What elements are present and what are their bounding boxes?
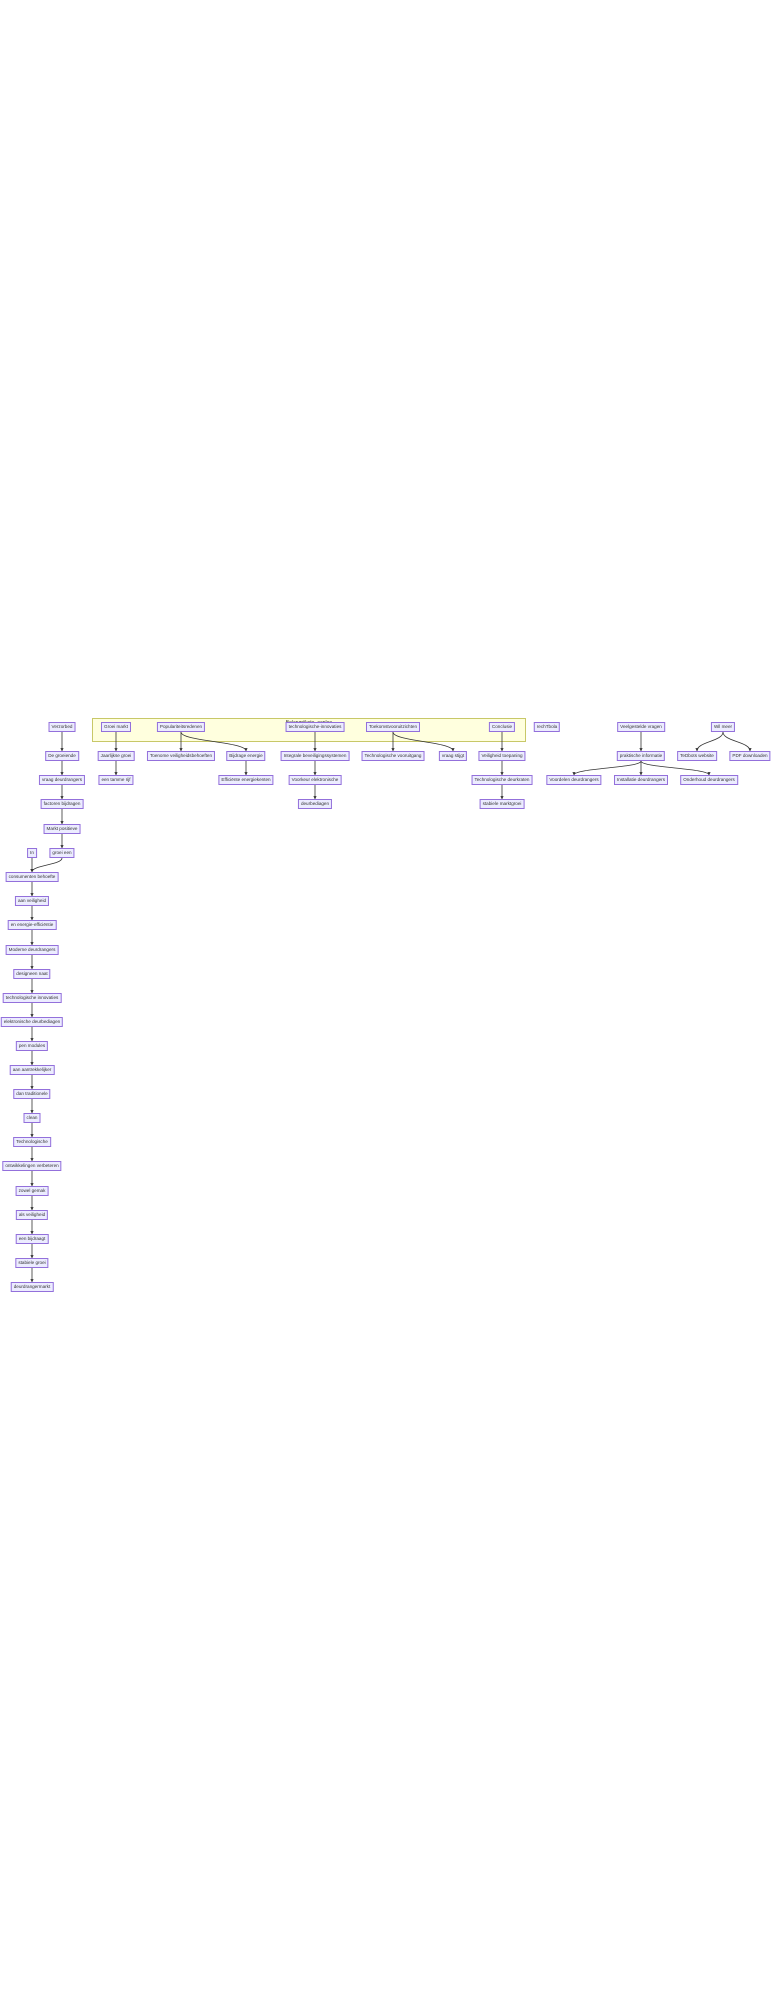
node-n4: factoren bijdragen bbox=[40, 799, 84, 809]
node-c8: technologische-innovaties bbox=[285, 722, 345, 732]
node-c12: Toekomstvooruitzichten bbox=[365, 722, 421, 732]
edge-c4-c6 bbox=[180, 731, 248, 752]
node-n15: pen modules bbox=[15, 1041, 49, 1051]
node-r3: praktische informatie bbox=[616, 751, 666, 761]
node-r6: Onderhoud deurdrangers bbox=[680, 775, 738, 785]
node-n20: ontwikkelingen verbeteren bbox=[2, 1161, 62, 1171]
node-n11: Moderne deurdrangers bbox=[5, 945, 59, 955]
node-n2: De groeiende bbox=[45, 751, 79, 761]
node-n10: en energie-efficiëntie bbox=[7, 920, 57, 930]
node-n14: elektronische deurbediagen bbox=[0, 1017, 64, 1027]
node-n8: consumenten behoefte bbox=[5, 872, 59, 882]
node-c14: vraag stijgt bbox=[438, 751, 468, 761]
node-c1: Groei markt bbox=[101, 722, 131, 732]
node-n22: als veiligheid bbox=[15, 1210, 49, 1220]
node-r5: Installatie deurdrangers bbox=[613, 775, 669, 785]
node-r1: rechTbola bbox=[533, 722, 561, 732]
node-c15: Conclusie bbox=[488, 722, 516, 732]
node-r9: PDF downloaden bbox=[729, 751, 771, 761]
node-n9: aan veiligheid bbox=[14, 896, 50, 906]
node-n24: stabiele groei bbox=[15, 1258, 49, 1268]
node-c16: Veiligheid toepaning bbox=[478, 751, 526, 761]
node-c9: Integrale beveiligingssystemen bbox=[280, 751, 350, 761]
node-c2: Jaarlijkse groei bbox=[97, 751, 135, 761]
node-c17: Technologische deurkraten bbox=[471, 775, 533, 785]
node-n19: Technologische bbox=[13, 1137, 51, 1147]
edge-r3-r4 bbox=[572, 760, 642, 776]
node-c11: deurbediagen bbox=[297, 799, 333, 809]
node-n16: aan aantrekkelijker bbox=[9, 1065, 55, 1075]
node-r2: Veelgestelde vragen bbox=[617, 722, 665, 732]
node-c5: Toenome veiligheidsbehoeften bbox=[146, 751, 216, 761]
node-n21: zowel gemak bbox=[15, 1186, 49, 1196]
edge-r3-r6 bbox=[640, 760, 711, 776]
node-n7: In bbox=[27, 848, 37, 858]
edge-r7-r8 bbox=[695, 731, 724, 752]
node-n13: technologische innovaties bbox=[2, 993, 62, 1003]
node-c6: Bijdrage energie bbox=[226, 751, 266, 761]
edge-r7-r9 bbox=[722, 731, 752, 752]
node-r7: Wil meer bbox=[710, 722, 736, 732]
node-n25: deurdrangermarkt bbox=[10, 1282, 54, 1292]
node-c18: stabiele marktgroei bbox=[479, 799, 525, 809]
edge-c12-c14 bbox=[392, 731, 455, 752]
node-c10: Voorkeur elektronische bbox=[288, 775, 342, 785]
node-c7: Efficiënte energiekenten bbox=[218, 775, 274, 785]
node-r8: TeDbots website bbox=[677, 751, 717, 761]
node-n23: een bijdraagt bbox=[15, 1234, 49, 1244]
node-n18: clean bbox=[23, 1113, 41, 1123]
node-n12: designeen naat bbox=[13, 969, 51, 979]
node-r4: Voordelen deurdrangers bbox=[546, 775, 602, 785]
node-n6: groei een bbox=[49, 848, 75, 858]
node-n1: Verzorbed bbox=[48, 722, 76, 732]
node-n17: dan traditionele bbox=[13, 1089, 51, 1099]
node-c3: een tamme rijf bbox=[98, 775, 134, 785]
edge-n6-n8 bbox=[30, 857, 63, 873]
node-n5: Markt positieve bbox=[43, 824, 81, 834]
node-n3: vraag deurdrangers bbox=[38, 775, 86, 785]
node-c4: Populariteitsredenen bbox=[156, 722, 206, 732]
node-c13: Technologische vooruitgang bbox=[361, 751, 425, 761]
